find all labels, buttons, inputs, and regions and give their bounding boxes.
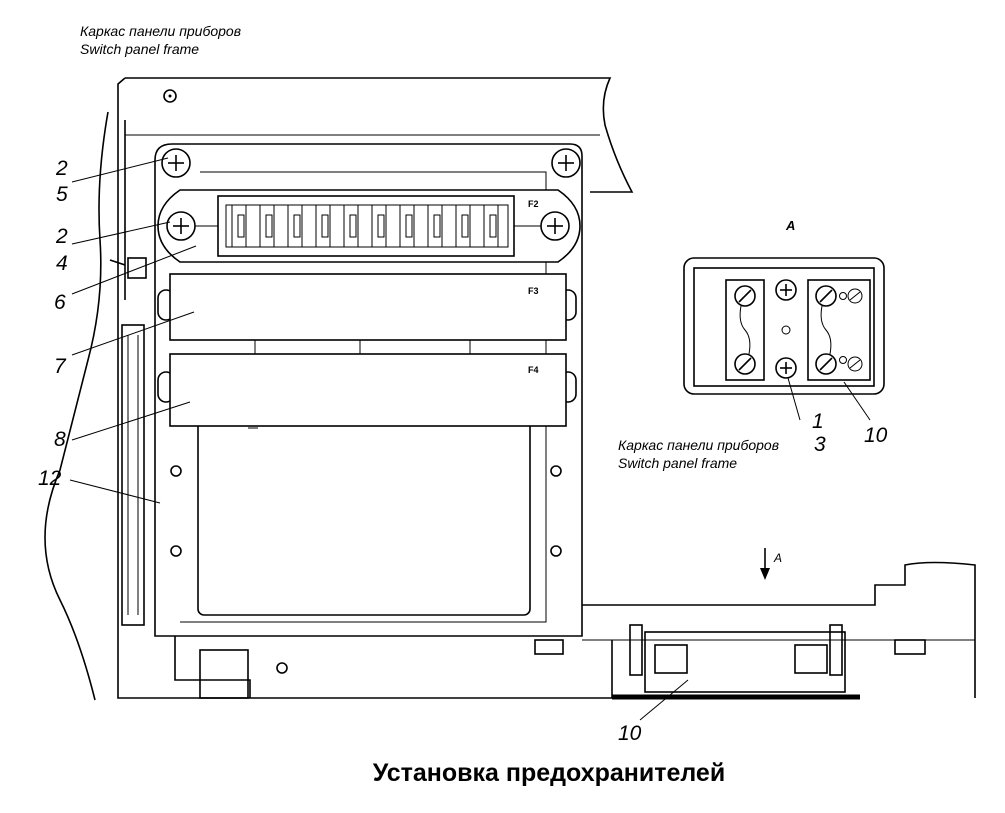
- callout-7: 7: [54, 355, 67, 378]
- callout-4: 4: [56, 252, 68, 275]
- fuse-row-f2: [225, 204, 509, 248]
- detail-view-a: A: [683, 218, 885, 395]
- frame-annotation-side-ru: Каркас панели приборов: [618, 437, 779, 453]
- screw-top-left: [161, 148, 191, 178]
- switch-panel-frame: [44, 77, 634, 701]
- fuse-label-f3: F3: [528, 286, 539, 296]
- fuse-block-f2: F2: [157, 189, 581, 263]
- view-arrow-label: A: [773, 551, 782, 565]
- callout-2-mid: 2: [55, 225, 68, 248]
- bottom-bracket: [174, 636, 564, 699]
- view-arrow-a: A: [760, 548, 782, 580]
- callout-10-detail: 10: [864, 424, 888, 447]
- frame-annotation-top-en: Switch panel frame: [80, 41, 199, 57]
- fuse-cover-f4: F4: [157, 353, 577, 427]
- fuse-label-f2: F2: [528, 199, 539, 209]
- callout-3: 3: [814, 433, 826, 456]
- callout-1: 1: [812, 410, 824, 433]
- leader-lines: [69, 157, 871, 721]
- fuse-label-f4: F4: [528, 365, 539, 375]
- frame-annotation-top-ru: Каркас панели приборов: [80, 23, 241, 39]
- callout-8: 8: [54, 428, 66, 451]
- drawing-title: Установка предохранителей: [373, 759, 725, 787]
- callout-2-top: 2: [55, 157, 68, 180]
- screw-top-right: [551, 148, 581, 178]
- lower-frame-section: [582, 561, 976, 700]
- frame-annotation-side-en: Switch panel frame: [618, 455, 737, 471]
- callout-10-bottom: 10: [618, 722, 642, 745]
- callout-6: 6: [54, 291, 66, 314]
- fuse-cover-f3: F3: [157, 273, 577, 341]
- callout-5: 5: [56, 183, 68, 206]
- view-label: A: [785, 218, 795, 233]
- callout-12: 12: [38, 467, 62, 490]
